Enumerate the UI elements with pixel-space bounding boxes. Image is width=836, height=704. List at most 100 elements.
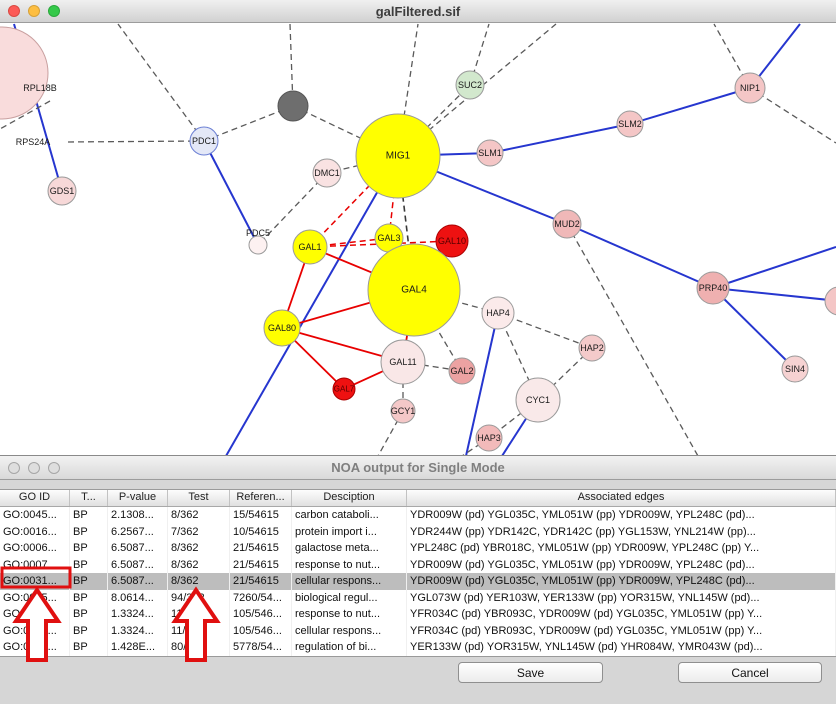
graph-edge[interactable] [566,223,714,289]
graph-node[interactable] [824,286,836,316]
graph-edge[interactable] [712,246,836,289]
table-cell: YER133W (pd) YOR315W, YNL145W (pd) YHR08… [407,639,836,656]
column-header[interactable]: P-value [108,490,168,506]
graph-node[interactable] [435,224,469,258]
graph-node[interactable] [263,309,301,347]
graph-node[interactable] [448,357,476,385]
graph-window-title: galFiltered.sif [375,3,461,19]
minimize-button[interactable] [28,461,40,474]
graph-edge[interactable] [566,223,699,456]
graph-edge[interactable] [203,140,259,246]
graph-node[interactable] [552,209,582,239]
table-cell: BP [70,556,108,573]
graph-node[interactable] [696,271,730,305]
graph-node-label: DMC1 [314,168,340,178]
graph-node[interactable] [476,139,504,167]
column-header[interactable]: T... [70,490,108,506]
minimize-button[interactable] [28,5,40,17]
table-cell: BP [70,573,108,590]
graph-node[interactable] [0,26,49,120]
graph-edge[interactable] [225,155,399,456]
table-cell: 8/362 [168,540,230,557]
graph-node[interactable] [189,126,219,156]
table-cell: BP [70,523,108,540]
column-header[interactable]: Associated edges [407,490,836,506]
graph-edge[interactable] [629,87,751,125]
table-cell: YDR009W (pd) YGL035C, YML051W (pp) YDR00… [407,573,836,590]
graph-node[interactable] [734,72,766,104]
table-cell: YFR034C (pd) YBR093C, YDR009W (pd) YGL03… [407,606,836,623]
table-cell: 15/54615 [230,507,292,524]
graph-node-label: HAP4 [486,308,510,318]
graph-node[interactable] [367,243,461,337]
table-cell: regulation of bi... [292,639,407,656]
column-header[interactable]: Referen... [230,490,292,506]
graph-edge[interactable] [117,23,205,142]
graph-edge[interactable] [489,123,631,154]
graph-node[interactable] [292,229,328,265]
graph-node[interactable] [248,235,268,255]
network-canvas[interactable]: RPL18BRPS24AGDS1PDC1MIG1SUC2SLM1SLM2NIP1… [0,23,836,456]
graph-edge[interactable] [712,287,836,302]
close-button[interactable] [8,461,20,474]
graph-node[interactable] [390,398,416,424]
noa-window-titlebar[interactable]: NOA output for Single Mode [0,456,836,480]
zoom-button[interactable] [48,5,60,17]
table-cell: 1.428E... [108,639,168,656]
table-cell: 80/362 [168,639,230,656]
graph-edge[interactable] [465,312,499,456]
graph-node[interactable] [380,339,426,385]
table-cell: BP [70,622,108,639]
graph-window-titlebar[interactable]: galFiltered.sif [0,0,836,23]
column-header[interactable]: Test [168,490,230,506]
graph-node[interactable] [616,110,644,138]
column-header[interactable]: Desciption [292,490,407,506]
save-button[interactable]: Save [458,662,603,683]
graph-edge[interactable] [497,312,593,349]
graph-node[interactable] [47,176,77,206]
table-cell: BP [70,540,108,557]
graph-node[interactable] [312,158,342,188]
graph-node-label: GCY1 [391,406,416,416]
graph-node[interactable] [578,334,606,362]
graph-node[interactable] [475,424,503,452]
graph-edge[interactable] [712,287,796,370]
graph-edge[interactable] [63,140,205,143]
graph-edge[interactable] [257,172,328,246]
graph-node[interactable] [277,90,309,122]
graph-edge[interactable] [289,23,294,107]
graph-edge[interactable] [203,105,294,142]
zoom-button[interactable] [48,461,60,474]
table-cell: 21/54615 [230,540,292,557]
graph-edge[interactable] [749,87,836,144]
table-cell: GO:0007... [0,556,70,573]
graph-node[interactable] [481,296,515,330]
noa-window-title: NOA output for Single Mode [331,460,505,475]
table-cell: BP [70,606,108,623]
column-header[interactable]: GO ID [0,490,70,506]
graph-node[interactable] [455,70,485,100]
graph-edge[interactable] [377,410,404,456]
graph-node[interactable] [332,377,356,401]
graph-node-label: GAL10 [438,236,466,246]
table-cell: 8/362 [168,556,230,573]
close-button[interactable] [8,5,20,17]
table-cell: 8/362 [168,507,230,524]
graph-node[interactable] [515,377,561,423]
cancel-button[interactable]: Cancel [678,662,822,683]
graph-node[interactable] [355,113,441,199]
graph-node[interactable] [781,355,809,383]
graph-edge[interactable] [397,84,471,157]
graph-node-label: HAP3 [477,433,501,443]
table-cell: 10/54615 [230,523,292,540]
